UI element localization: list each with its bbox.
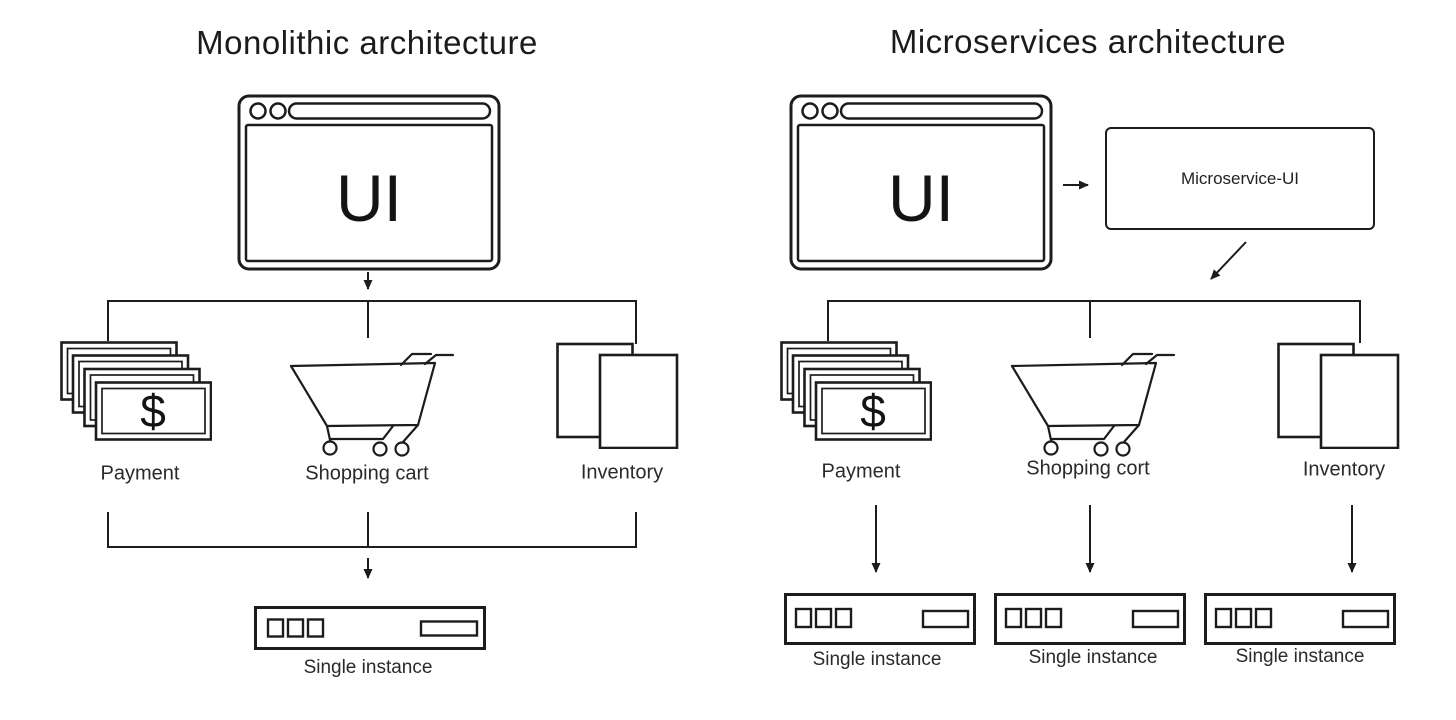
monolithic-title: Monolithic architecture — [196, 24, 538, 61]
merge-line — [107, 512, 637, 548]
browser-dot-icon — [249, 102, 267, 120]
browser-address-bar-icon — [287, 102, 492, 120]
microservices-title: Microservices architecture — [889, 23, 1287, 60]
single-instance-label: Single instance — [1235, 646, 1365, 667]
arrow-microservice-ui-to-branch — [1210, 241, 1247, 280]
documents-icon — [556, 342, 679, 449]
inventory-label: Inventory — [1302, 458, 1386, 481]
single-instance-label: Single instance — [1028, 647, 1158, 668]
browser-window-icon — [237, 94, 501, 271]
shopping-cart-icon — [1010, 352, 1176, 457]
payment-label: Payment — [821, 460, 901, 483]
single-instance-label: Single instance — [303, 657, 433, 678]
shopping-cart-label: Shopping cort — [1026, 457, 1150, 480]
browser-address-bar-icon — [839, 102, 1044, 120]
dollar-sign: $ — [140, 385, 166, 437]
money-bills-icon: $ — [60, 341, 212, 441]
microservice-ui-label: Microservice-UI — [1180, 168, 1300, 188]
shopping-cart-icon — [289, 352, 455, 457]
server-icon — [994, 593, 1186, 645]
browser-dot-icon — [801, 102, 819, 120]
server-icon — [254, 606, 486, 650]
microservice-ui-box: Microservice-UI — [1105, 127, 1375, 230]
branch-line — [107, 300, 637, 344]
single-instance-label: Single instance — [812, 649, 942, 670]
payment-label: Payment — [100, 462, 180, 485]
money-bills-icon: $ — [780, 341, 932, 441]
browser-dot-icon — [821, 102, 839, 120]
server-icon — [784, 593, 976, 645]
microservices-connectors — [827, 180, 1361, 573]
browser-window-microservices: UI — [789, 94, 1053, 271]
browser-dot-icon — [269, 102, 287, 120]
server-icon — [1204, 593, 1396, 645]
branch-line — [827, 300, 1361, 343]
documents-icon — [1277, 342, 1400, 449]
dollar-sign: $ — [860, 385, 886, 437]
ui-label: UI — [888, 161, 954, 235]
monolith-connectors — [107, 272, 637, 579]
browser-window-monolith: UI — [237, 94, 501, 271]
ui-label: UI — [336, 161, 402, 235]
shopping-cart-label: Shopping cart — [305, 462, 429, 485]
inventory-label: Inventory — [580, 461, 664, 484]
browser-window-icon — [789, 94, 1053, 271]
